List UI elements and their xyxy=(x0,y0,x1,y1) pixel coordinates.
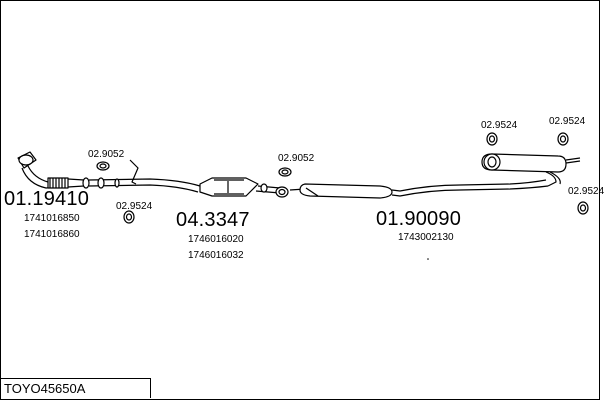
rubber-hanger xyxy=(96,161,110,171)
part-number: 1743002130 xyxy=(398,232,454,243)
rubber-hanger xyxy=(123,210,135,224)
fitting-label: 02.9052 xyxy=(88,149,125,160)
fitting-label: 02.9524 xyxy=(116,201,153,212)
part-number: 1741016860 xyxy=(24,229,80,240)
fitting-label: 02.9524 xyxy=(568,186,604,197)
part-number: 1741016850 xyxy=(24,213,80,224)
part-number: 1746016032 xyxy=(188,250,244,261)
rubber-hanger xyxy=(557,132,569,146)
intermediate-pipe xyxy=(88,159,201,193)
group-code: 01.90090 xyxy=(376,208,462,230)
group-code: 04.3347 xyxy=(176,209,250,231)
group-code: 01.19410 xyxy=(4,188,90,210)
rubber-hanger xyxy=(577,201,589,215)
catalytic-converter xyxy=(199,177,281,197)
fitting-label: 02.9052 xyxy=(278,153,315,164)
center-muffler xyxy=(289,179,549,199)
rubber-hanger xyxy=(486,132,498,146)
part-number: 1746016020 xyxy=(188,234,244,245)
fitting-label: 02.9524 xyxy=(481,120,518,131)
front-pipe xyxy=(17,151,90,189)
fitting-label: 02.9524 xyxy=(549,116,586,127)
rubber-hanger xyxy=(278,167,292,177)
rubber-hanger xyxy=(275,186,289,198)
diagram-title: TOYO45650A xyxy=(0,378,151,398)
rear-muffler xyxy=(481,153,581,187)
